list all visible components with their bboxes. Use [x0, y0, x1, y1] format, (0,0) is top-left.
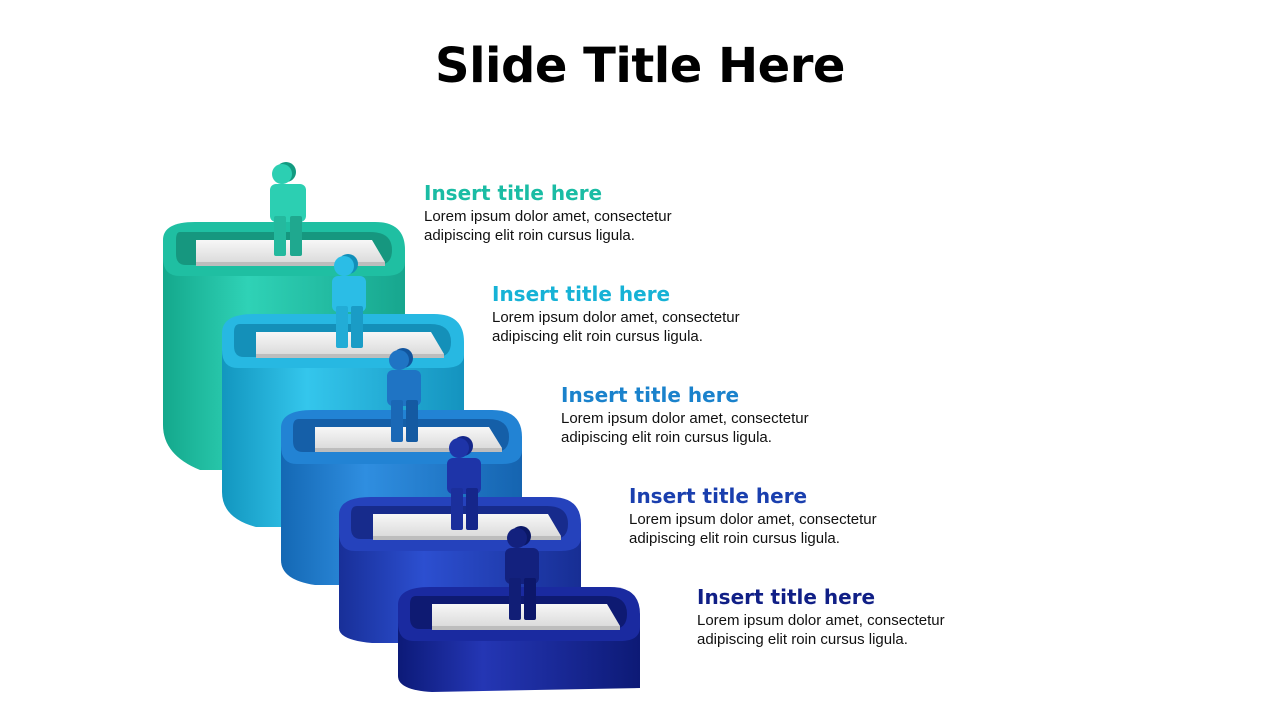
step-description: Lorem ipsum dolor amet, consectetur adip…	[561, 410, 809, 446]
person-icon	[447, 436, 481, 530]
step-title: Insert title here	[629, 484, 808, 508]
step-description: Lorem ipsum dolor amet, consectetur adip…	[629, 511, 877, 547]
step-text-2: Insert title here Lorem ipsum dolor amet…	[492, 281, 740, 346]
person-icon	[332, 254, 366, 348]
person-icon	[270, 162, 306, 256]
step-text-1: Insert title here Lorem ipsum dolor amet…	[424, 180, 672, 245]
step-text-3: Insert title here Lorem ipsum dolor amet…	[561, 382, 809, 447]
person-icon	[505, 526, 539, 620]
step-title: Insert title here	[424, 181, 603, 205]
step-description: Lorem ipsum dolor amet, consectetur adip…	[492, 309, 740, 345]
step-title: Insert title here	[492, 282, 671, 306]
step-title: Insert title here	[561, 383, 740, 407]
step-description: Lorem ipsum dolor amet, consectetur adip…	[697, 612, 945, 648]
person-icon	[387, 348, 421, 442]
step-text-4: Insert title here Lorem ipsum dolor amet…	[629, 483, 877, 548]
step-text-5: Insert title here Lorem ipsum dolor amet…	[697, 584, 945, 649]
step-description: Lorem ipsum dolor amet, consectetur adip…	[424, 208, 672, 244]
slide-title: Slide Title Here	[435, 38, 845, 94]
step-title: Insert title here	[697, 585, 876, 609]
